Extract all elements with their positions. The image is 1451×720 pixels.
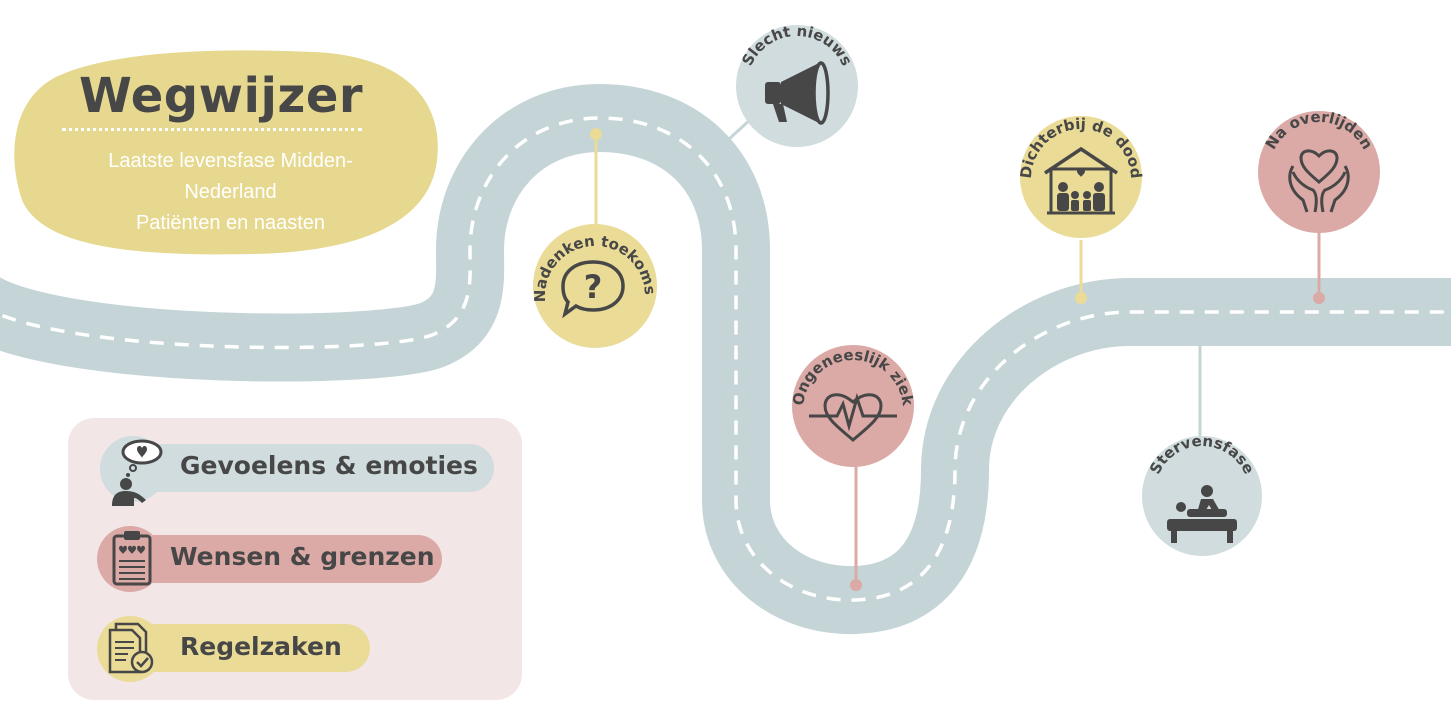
milestone-stervensfase: Stervensfase (1142, 432, 1262, 556)
family-house-icon (1044, 146, 1118, 215)
legend-pill-wensen (118, 535, 442, 583)
milestone-slecht-nieuws: Slecht nieuws (736, 22, 858, 147)
milestone-ongeneeslijk-ziek: Ongeneeslijk ziek (789, 345, 917, 467)
documents-check-icon (108, 622, 154, 674)
pin-ongeneeslijk (850, 579, 862, 591)
legend-label-gevoelens: Gevoelens & emoties (180, 451, 478, 480)
svg-text:?: ? (584, 268, 603, 306)
legend-pill-gevoelens (118, 444, 494, 492)
milestone-nadenken-toekomst: Nadenken toekomst ? (527, 208, 659, 348)
hands-heart-icon (1288, 149, 1350, 213)
megaphone-icon (765, 61, 830, 125)
subtitle: Laatste levensfase Midden- Nederland Pat… (68, 146, 393, 239)
page-title: Wegwijzer (79, 68, 364, 124)
bed-care-icon (1167, 485, 1237, 543)
subtitle-line: Patiënten en naasten (135, 212, 326, 234)
thought-person-icon (112, 439, 163, 506)
clipboard-hearts-icon (112, 531, 152, 586)
heartbeat-icon (809, 392, 897, 442)
title-blob (14, 50, 438, 255)
pin-nadenken (590, 128, 602, 140)
milestone-dichterbij-de-dood: Dichterbij de dood (1017, 115, 1145, 238)
title-divider (62, 128, 362, 131)
pin-na-overlijden (1313, 292, 1325, 304)
legend-label-wensen: Wensen & grenzen (170, 542, 435, 571)
legend-label-regelzaken: Regelzaken (180, 632, 342, 661)
pin-dichterbij (1075, 292, 1087, 304)
subtitle-line: Laatste levensfase Midden- (108, 150, 353, 172)
road-centerline (0, 116, 1451, 602)
question-bubble-icon: ? (561, 260, 625, 319)
milestone-na-overlijden: Na overlijden (1258, 108, 1380, 233)
subtitle-line: Nederland (184, 181, 277, 203)
